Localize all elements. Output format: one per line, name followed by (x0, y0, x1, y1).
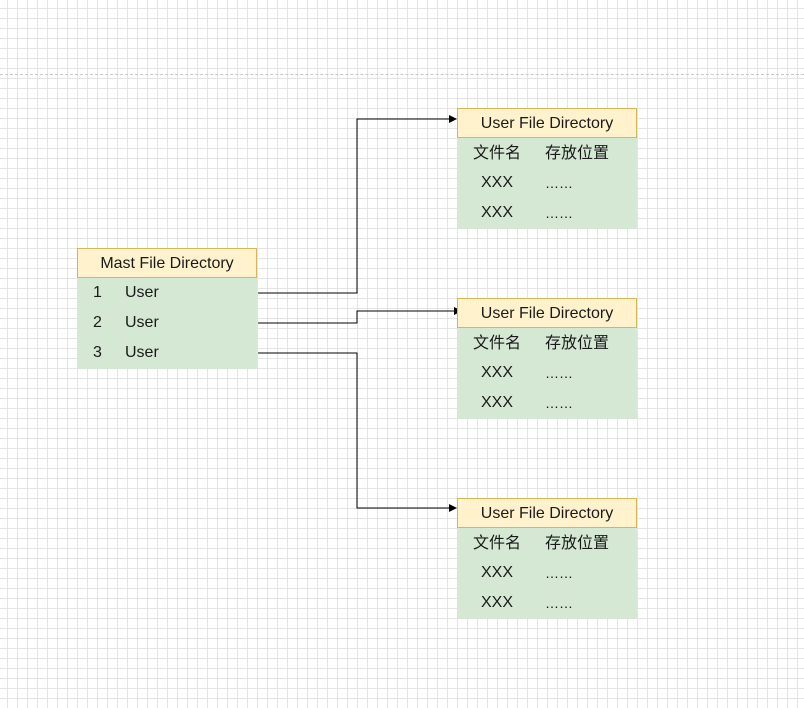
file-name-cell: XXX (481, 394, 514, 411)
user-dir-row[interactable]: XXX …… (458, 168, 636, 198)
master-row-user: User (125, 344, 159, 361)
location-column-header: 存放位置 (545, 533, 610, 552)
location-cell: …… (545, 365, 573, 381)
user-dir-header-row: 文件名 存放位置 (458, 528, 636, 558)
file-name-column-header: 文件名 (473, 333, 522, 352)
user-dir-body: 文件名 存放位置 XXX …… XXX …… (457, 138, 637, 229)
user-dir-header-row: 文件名 存放位置 (458, 328, 636, 358)
location-cell: …… (545, 595, 573, 611)
file-name-cell: XXX (481, 564, 514, 581)
location-column-header: 存放位置 (545, 333, 610, 352)
master-row[interactable]: 2 User (78, 308, 256, 338)
location-cell: …… (545, 565, 573, 581)
file-name-column-header: 文件名 (473, 143, 522, 162)
master-title: Mast File Directory (77, 248, 257, 278)
master-row-number: 2 (93, 314, 102, 331)
master-row[interactable]: 1 User (78, 278, 256, 308)
user-dir-header-row: 文件名 存放位置 (458, 138, 636, 168)
user-dir-title: User File Directory (457, 498, 637, 528)
connector-user-3[interactable] (258, 352, 457, 512)
user-dir-row[interactable]: XXX …… (458, 358, 636, 388)
connector-user-1[interactable] (258, 115, 457, 294)
master-row-user: User (125, 314, 159, 331)
user-file-directory-3[interactable]: User File Directory 文件名 存放位置 XXX …… XXX … (457, 498, 637, 619)
user-dir-row[interactable]: XXX …… (458, 198, 636, 228)
location-cell: …… (545, 175, 573, 191)
connector-user-2[interactable] (258, 307, 462, 324)
master-row[interactable]: 3 User (78, 338, 256, 368)
file-name-cell: XXX (481, 174, 514, 191)
user-dir-row[interactable]: XXX …… (458, 588, 636, 618)
user-dir-body: 文件名 存放位置 XXX …… XXX …… (457, 528, 637, 619)
location-column-header: 存放位置 (545, 143, 610, 162)
file-name-cell: XXX (481, 204, 514, 221)
user-file-directory-1[interactable]: User File Directory 文件名 存放位置 XXX …… XXX … (457, 108, 637, 229)
file-name-cell: XXX (481, 594, 514, 611)
user-dir-row[interactable]: XXX …… (458, 558, 636, 588)
location-cell: …… (545, 395, 573, 411)
location-cell: …… (545, 205, 573, 221)
master-row-number: 1 (93, 284, 102, 301)
user-dir-title: User File Directory (457, 298, 637, 328)
user-file-directory-2[interactable]: User File Directory 文件名 存放位置 XXX …… XXX … (457, 298, 637, 419)
master-file-directory[interactable]: Mast File Directory 1 User 2 User 3 User (77, 248, 257, 369)
master-row-user: User (125, 284, 159, 301)
user-dir-row[interactable]: XXX …… (458, 388, 636, 418)
file-name-cell: XXX (481, 364, 514, 381)
page-break-line (0, 74, 804, 75)
user-dir-body: 文件名 存放位置 XXX …… XXX …… (457, 328, 637, 419)
master-body: 1 User 2 User 3 User (77, 278, 257, 369)
master-row-number: 3 (93, 344, 102, 361)
file-name-column-header: 文件名 (473, 533, 522, 552)
user-dir-title: User File Directory (457, 108, 637, 138)
